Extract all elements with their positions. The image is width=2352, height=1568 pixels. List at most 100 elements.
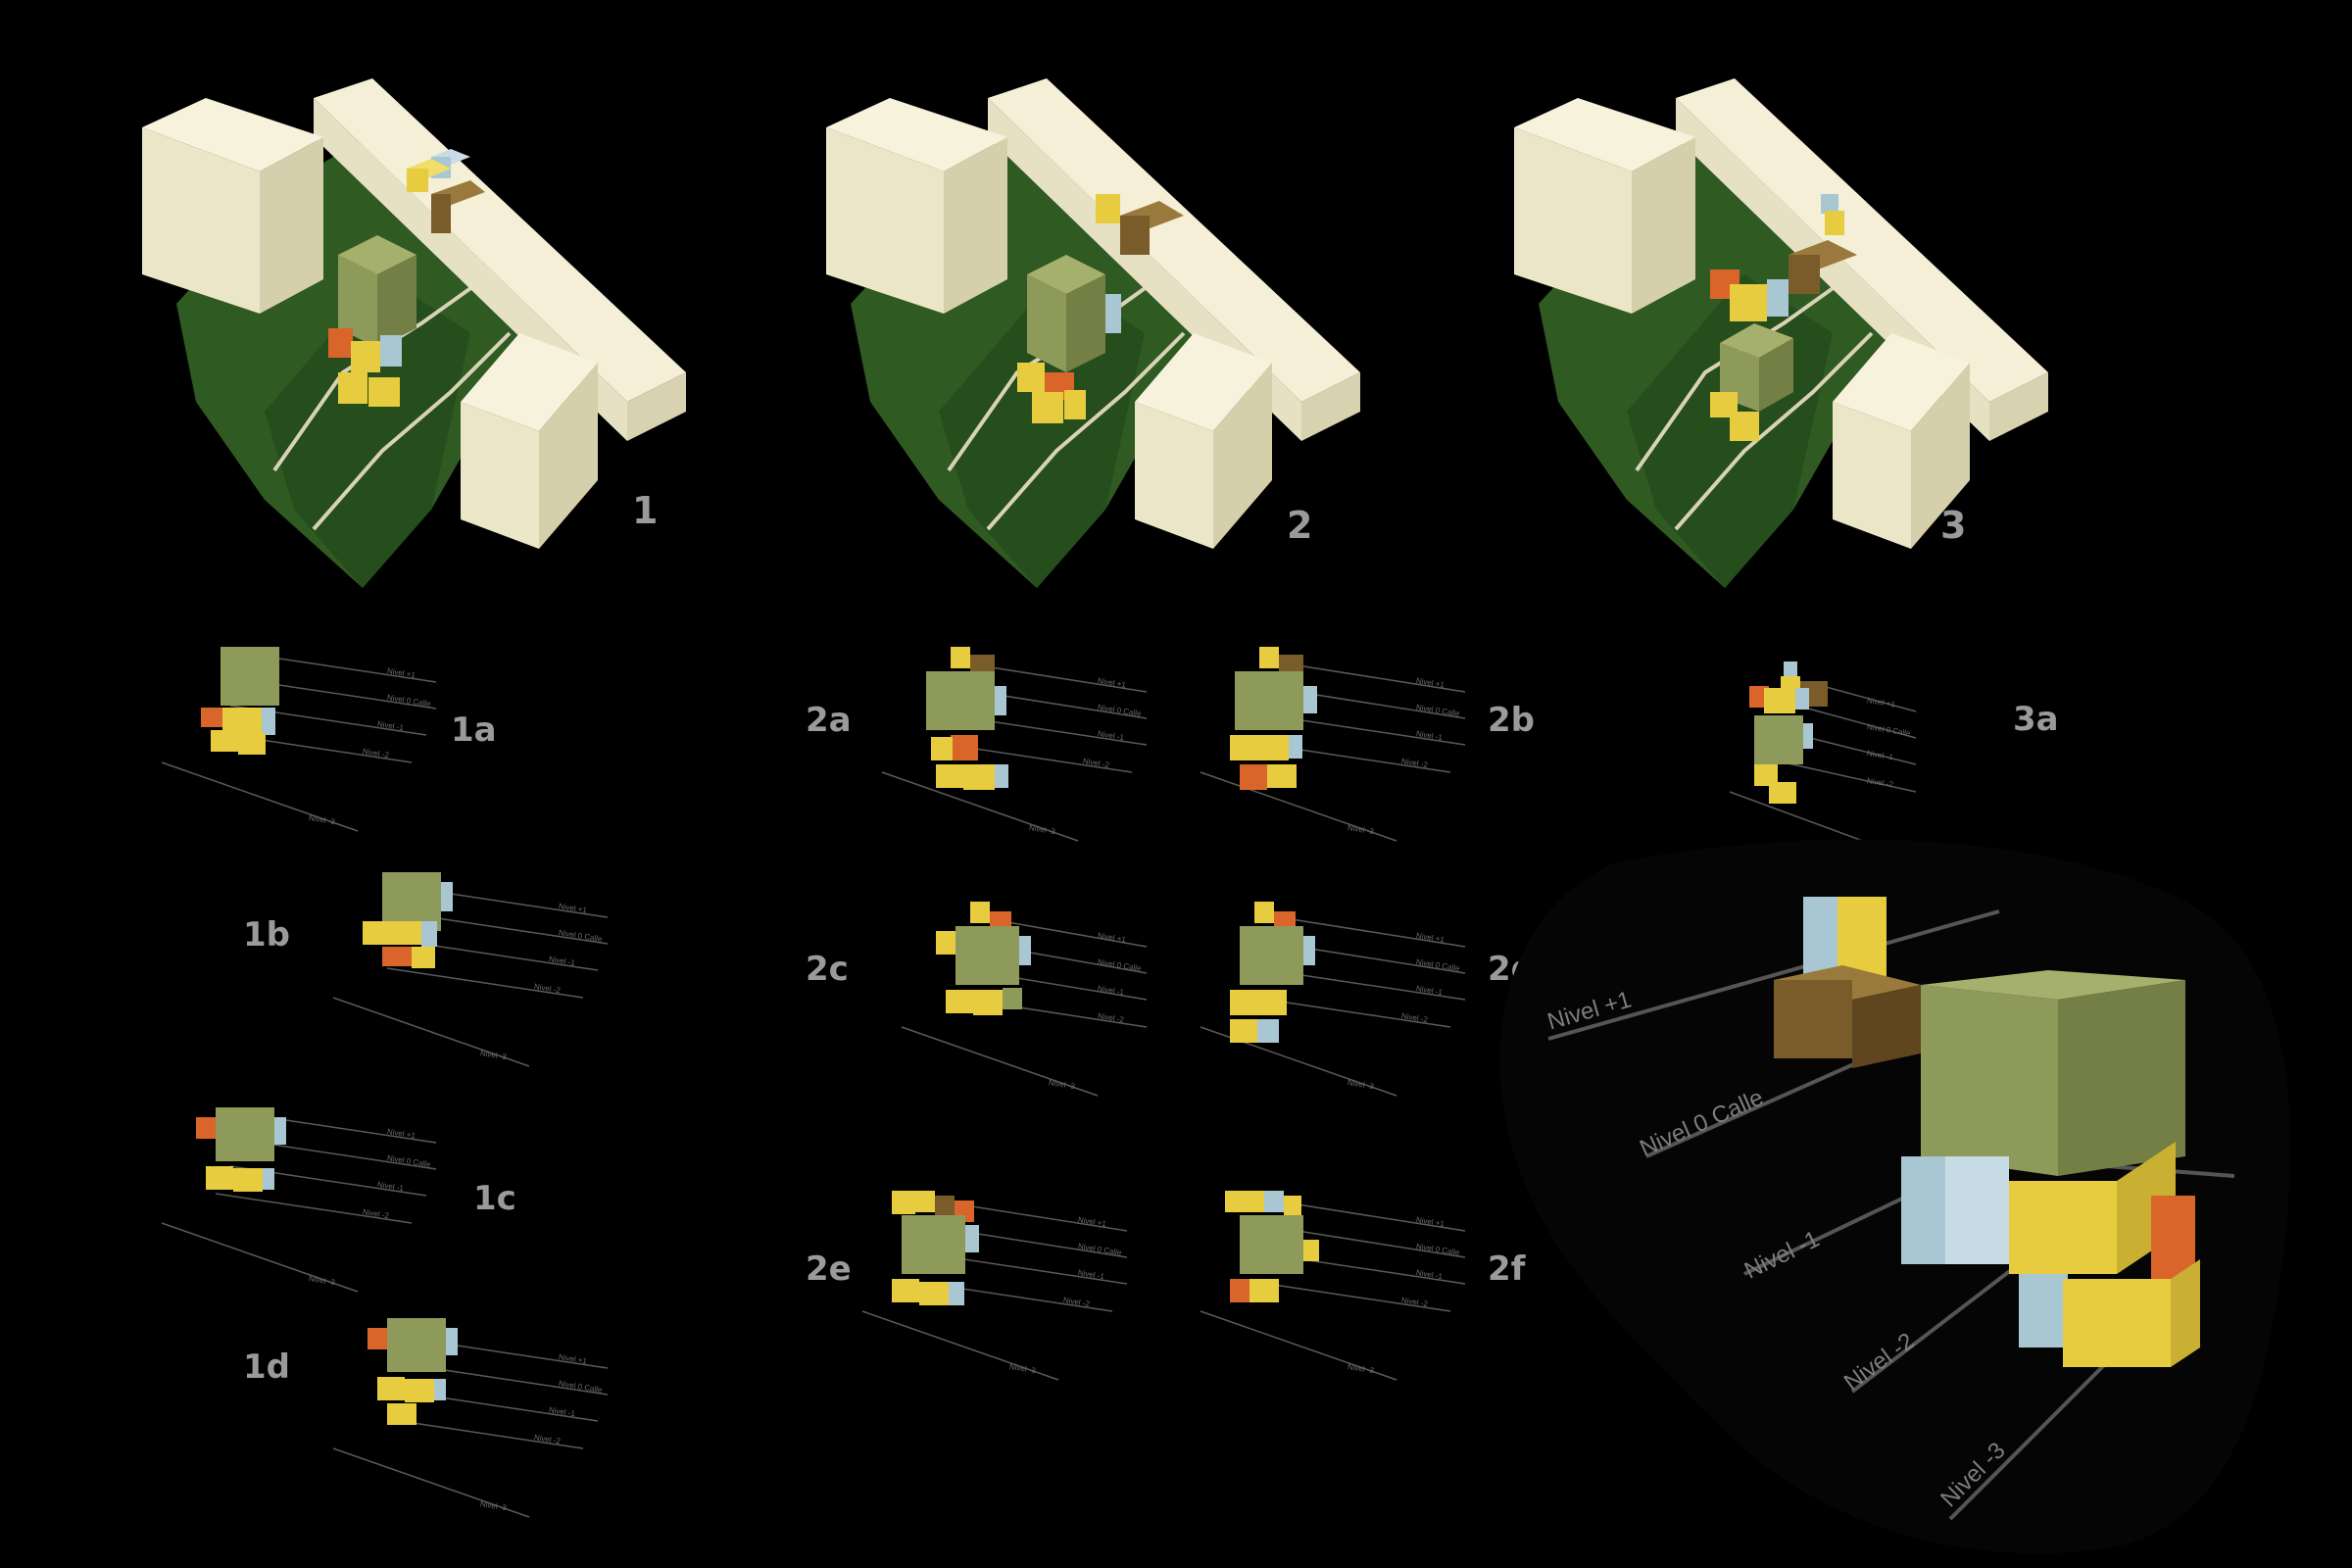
volume-block: [973, 990, 1003, 1015]
volume-block: [1250, 1279, 1279, 1302]
view-label-2: 2: [1287, 504, 1313, 547]
level-line: [411, 913, 609, 945]
volume-block: [965, 1225, 979, 1252]
volume-block: [382, 947, 412, 966]
volume-block: [1240, 1215, 1303, 1274]
variant-label-1c: 1c: [473, 1179, 516, 1218]
variant-label-2f: 2f: [1488, 1250, 1526, 1289]
volume-block: [446, 1328, 458, 1355]
volume-block: [405, 1379, 434, 1402]
volume-block: [931, 737, 953, 760]
volume-block: [1003, 988, 1022, 1009]
variant-label-3a: 3a: [2013, 700, 2059, 739]
level-line: [881, 771, 1079, 842]
volume-block: [201, 708, 222, 727]
volume-block: [196, 1117, 216, 1139]
level-line: [1797, 734, 1917, 765]
level-line: [1253, 997, 1451, 1028]
volume-block: [1240, 764, 1267, 790]
volume-block: [1264, 1191, 1284, 1212]
volume-block: [1230, 1279, 1250, 1302]
variant-model-1c: [161, 1107, 437, 1293]
volume-block: [1230, 990, 1257, 1015]
variant-model-1b: [332, 872, 609, 1067]
detail-view: Nivel +1 Nivel 0 Calle Nivel -1 Nivel -2…: [1499, 839, 2313, 1568]
volume-block: [926, 671, 995, 730]
detail-model: [1499, 839, 2290, 1553]
view-label-1: 1: [632, 489, 659, 532]
level-line: [1807, 708, 1917, 739]
volume-block: [216, 1107, 274, 1161]
volume-stack-3: [1710, 194, 1857, 441]
level-line: [386, 1418, 584, 1449]
volume-block: [936, 764, 963, 788]
volume-block: [1803, 723, 1813, 749]
volume-block: [238, 733, 266, 755]
volume-block: [363, 921, 392, 945]
volume-block: [970, 655, 995, 676]
volume-block: [1795, 688, 1809, 710]
volume-block: [392, 921, 421, 945]
variant-label-1b: 1b: [243, 915, 290, 955]
variant-label-2a: 2a: [806, 701, 852, 740]
volume-block: [1284, 1196, 1301, 1217]
volume-block: [951, 735, 978, 760]
level-line: [161, 761, 359, 832]
volume-block: [1257, 990, 1287, 1015]
volume-block: [1235, 671, 1303, 730]
volume-block: [1267, 764, 1297, 788]
volume-block: [368, 1328, 387, 1349]
site-view-2: 2: [821, 78, 1429, 608]
volume-block: [1303, 936, 1315, 965]
volume-block: [1254, 902, 1274, 923]
level-line: [1278, 916, 1466, 948]
site-model-3: [1514, 78, 2048, 588]
variant-label-1d: 1d: [243, 1348, 290, 1387]
volume-block: [1764, 688, 1795, 713]
variant-model-2b: [1200, 647, 1466, 842]
volume-block: [892, 1279, 919, 1302]
level-line: [1783, 761, 1917, 793]
volume-block: [441, 882, 453, 911]
site-view-3: 3: [1509, 78, 2117, 608]
volume-block: [263, 1168, 274, 1190]
volume-block: [377, 1377, 405, 1400]
variant-label-2c: 2c: [806, 950, 849, 989]
volume-block: [915, 1191, 935, 1212]
volume-block: [892, 1191, 915, 1214]
variant-model-2c: [901, 902, 1148, 1097]
volume-block: [1279, 655, 1303, 676]
volume-block: [434, 1379, 446, 1400]
volume-block: [206, 1166, 233, 1190]
volume-block: [949, 1282, 964, 1305]
volume-block: [1784, 662, 1797, 677]
volume-block: [387, 1318, 446, 1372]
volume-block: [1754, 764, 1778, 786]
variant-model-2d: [1200, 902, 1466, 1097]
level-line: [386, 967, 584, 999]
level-line: [1200, 771, 1397, 842]
level-line: [215, 1193, 413, 1224]
volume-block: [956, 926, 1019, 985]
volume-block: [1230, 1019, 1257, 1043]
volume-block: [995, 764, 1008, 788]
level-line: [332, 1447, 530, 1518]
variant-model-2a: [881, 647, 1148, 842]
volume-block: [963, 764, 995, 790]
volume-block: [1240, 926, 1303, 985]
level-line: [161, 1222, 359, 1293]
variant-label-2e: 2e: [806, 1250, 852, 1289]
volume-stack-1: [328, 149, 485, 407]
variant-model-3a: [1729, 662, 1917, 861]
